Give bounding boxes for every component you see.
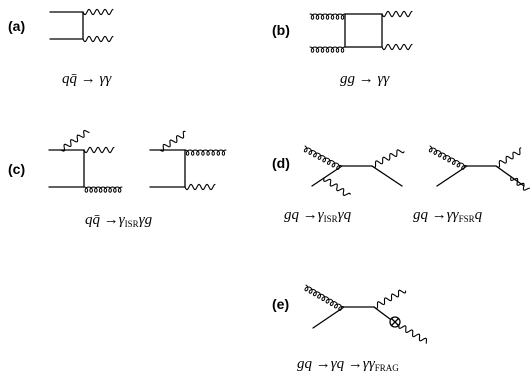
- process-token: γg: [139, 212, 153, 228]
- diagram-c1: [48, 129, 123, 193]
- diagram-d1: [303, 145, 405, 196]
- process-token: →: [77, 71, 100, 87]
- photon-line: [371, 149, 405, 168]
- panel-c-process: qq̄ →γISRγg: [85, 212, 153, 229]
- gluon-line: [184, 149, 227, 156]
- process-token: q̄: [93, 212, 101, 228]
- photon-line-isr: [159, 130, 186, 152]
- process-token: γ: [119, 212, 126, 228]
- panel-a-label: (a): [8, 18, 25, 34]
- process-token: gq: [284, 207, 300, 223]
- panel-d2-process: gq →γγFSRq: [413, 207, 483, 224]
- photon-line: [373, 289, 407, 309]
- process-token: γγ: [100, 71, 113, 87]
- photon-line-isr: [323, 177, 351, 196]
- process-token: γ: [318, 207, 325, 223]
- process-token: gq: [297, 356, 313, 372]
- process-subscript: FSR: [459, 214, 475, 224]
- panel-e-label: (e): [272, 296, 289, 312]
- diagram-e: [304, 284, 428, 344]
- diagram-c2: [149, 130, 227, 191]
- photon-line-frag: [398, 324, 428, 344]
- photon-line: [184, 183, 216, 191]
- panel-e-process: gq →γq →γγFRAG: [297, 356, 399, 373]
- panel-c-label: (c): [8, 161, 25, 177]
- gluon-line: [303, 145, 343, 170]
- process-token: →: [355, 71, 378, 87]
- gluon-line: [83, 186, 123, 193]
- process-token: q̄: [70, 71, 78, 87]
- gluon-line: [428, 145, 468, 170]
- quark-line: [311, 165, 343, 187]
- gluon-line: [309, 13, 346, 20]
- photon-line-isr: [60, 129, 90, 152]
- process-token: →: [299, 207, 318, 223]
- quark-box-loop: [344, 13, 383, 48]
- panel-d-label: (d): [272, 155, 290, 171]
- gluon-line: [304, 284, 345, 311]
- process-token: →: [344, 356, 363, 372]
- panel-a-process: qq̄ → γγ: [62, 71, 112, 87]
- process-token: q: [85, 212, 93, 228]
- quark-line: [436, 165, 468, 187]
- process-token: gg: [340, 71, 356, 87]
- process-token: →: [100, 212, 119, 228]
- quark-line: [495, 165, 525, 187]
- quark-line: [371, 165, 403, 187]
- process-token: gq: [413, 207, 429, 223]
- diagram-a: [49, 8, 114, 43]
- process-subscript: ISR: [125, 219, 139, 229]
- panel-b-label: (b): [272, 22, 290, 38]
- panel-b-process: gg → γγ: [340, 71, 390, 87]
- process-token: q: [475, 207, 483, 223]
- photon-line: [82, 35, 114, 43]
- process-token: γq: [331, 356, 345, 372]
- process-token: γγ: [447, 207, 460, 223]
- photon-line: [495, 147, 522, 168]
- process-token: →: [312, 356, 331, 372]
- quark-line: [373, 306, 391, 320]
- photon-line-fsr: [510, 176, 530, 191]
- process-token: γq: [338, 207, 352, 223]
- photon-line: [381, 43, 413, 51]
- photon-line: [83, 146, 115, 154]
- process-token: γγ: [378, 71, 391, 87]
- quark-line: [312, 306, 345, 329]
- process-token: →: [428, 207, 447, 223]
- photon-line: [82, 8, 114, 16]
- crossed-circle-icon: [389, 316, 401, 328]
- panel-d1-process: gq →γISRγq: [284, 207, 352, 224]
- process-subscript: ISR: [324, 214, 338, 224]
- diagram-b: [309, 10, 413, 53]
- gluon-line: [309, 46, 346, 53]
- diagram-d2: [428, 145, 530, 191]
- process-token: γγ: [363, 356, 376, 372]
- process-subscript: FRAG: [375, 363, 400, 373]
- photon-line: [381, 10, 413, 18]
- process-token: q: [62, 71, 70, 87]
